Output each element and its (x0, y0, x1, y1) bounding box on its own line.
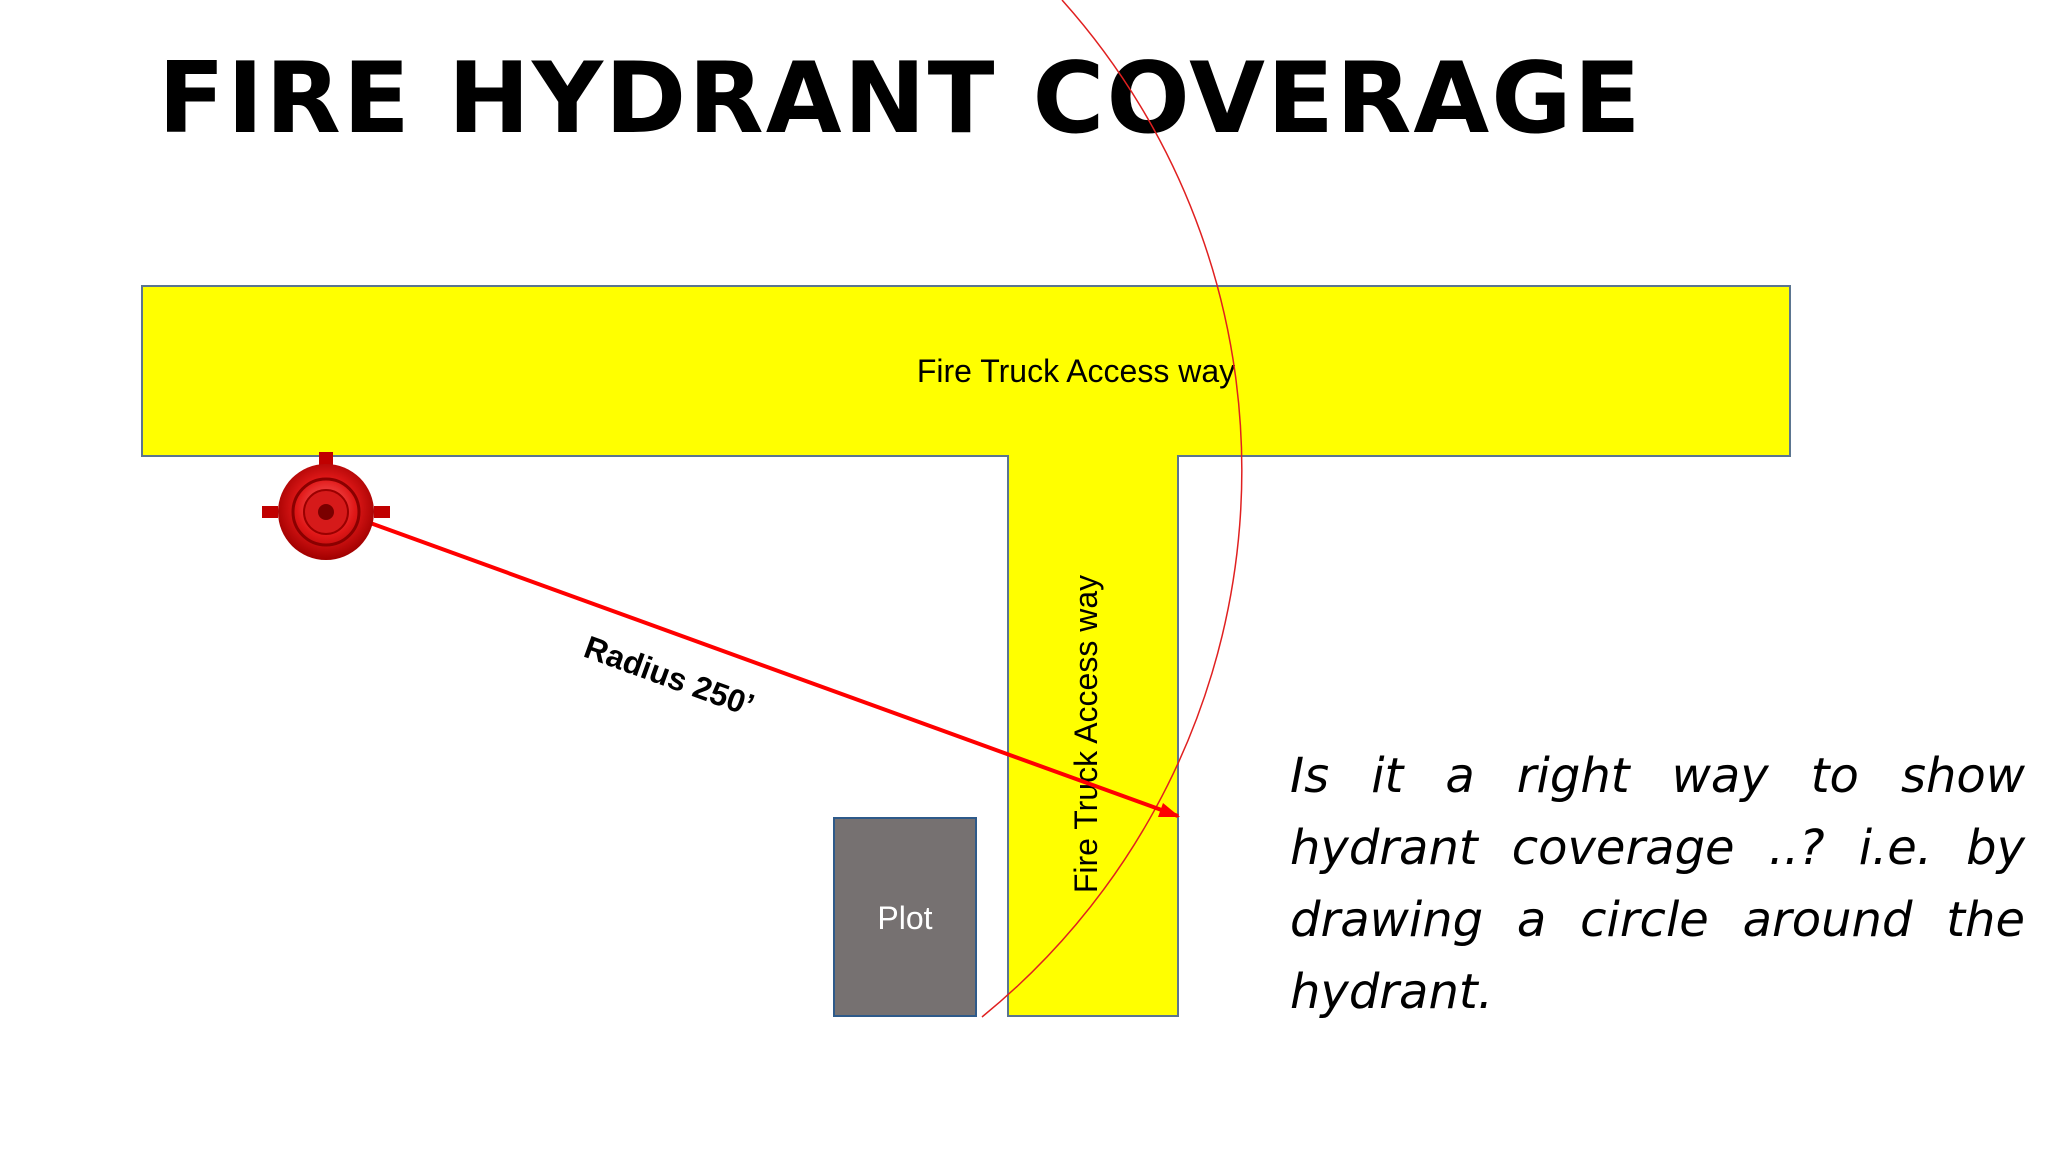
coverage-circle-arc (981, 0, 1243, 1018)
vertical-road-label: Fire Truck Access way (1068, 575, 1104, 893)
radius-label: Radius 250’ (580, 629, 759, 724)
question-text: Is it a right way to show hydrant covera… (1290, 748, 2025, 1020)
fire-truck-access-way-road (141, 285, 1791, 1017)
plot (833, 817, 977, 1017)
fire-hydrant-icon (262, 452, 390, 560)
slide-title: FIRE HYDRANT COVERAGE (158, 42, 1643, 156)
horizontal-road-label: Fire Truck Access way (917, 353, 1235, 389)
plot-label: Plot (877, 900, 932, 936)
